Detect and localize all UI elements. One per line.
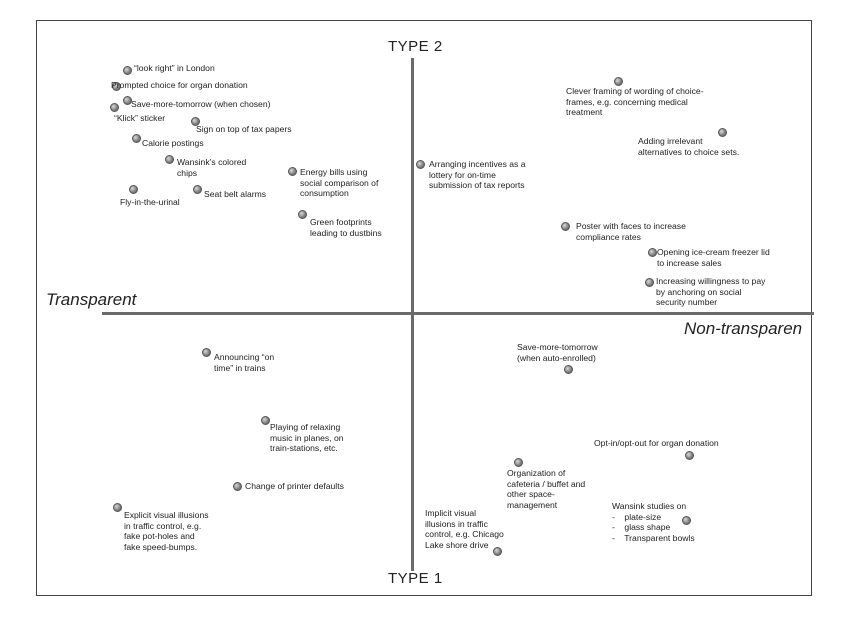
vertical-axis-line — [411, 58, 414, 571]
item-marker — [129, 185, 138, 194]
item-marker — [416, 160, 425, 169]
item-marker — [202, 348, 211, 357]
axis-label-top: TYPE 2 — [388, 38, 443, 55]
item-label: Arranging incentives as a lottery for on… — [429, 159, 526, 191]
item-label: Adding irrelevant alternatives to choice… — [638, 136, 740, 157]
item-marker — [561, 222, 570, 231]
item-label: Sign on top of tax papers — [196, 124, 292, 134]
item-label: Clever framing of wording of choice- fra… — [566, 86, 704, 118]
item-marker — [614, 77, 623, 86]
item-marker — [233, 482, 242, 491]
item-marker — [110, 103, 119, 112]
item-marker — [123, 66, 132, 75]
item-label: Implicit visual illusions in traffic con… — [425, 508, 504, 550]
item-marker — [191, 117, 200, 126]
horizontal-axis-line — [102, 312, 814, 315]
item-marker — [685, 451, 694, 460]
axis-label-right: Non-transparen — [684, 319, 803, 338]
item-marker — [718, 128, 727, 137]
axis-label-bottom: TYPE 1 — [388, 570, 443, 587]
item-marker — [193, 185, 202, 194]
item-label: Prompted choice for organ donation — [111, 80, 248, 90]
item-label: Explicit visual illusions in traffic con… — [124, 510, 209, 552]
item-label: Fly-in-the-urinal — [120, 197, 180, 207]
item-marker — [288, 167, 297, 176]
item-marker — [514, 458, 523, 467]
item-marker — [493, 547, 502, 556]
item-label: Opening ice-cream freezer lid to increas… — [657, 247, 770, 268]
item-label: Green footprints leading to dustbins — [310, 217, 382, 238]
item-marker — [261, 416, 270, 425]
item-label: Calorie postings — [142, 138, 204, 148]
item-label: Organization of cafeteria / buffet and o… — [507, 468, 586, 510]
item-label: Wansink’s colored chips — [177, 157, 247, 178]
item-label: “look right” in London — [134, 63, 215, 73]
item-label: Playing of relaxing music in planes, on … — [270, 422, 344, 454]
item-marker — [165, 155, 174, 164]
item-marker — [113, 503, 122, 512]
item-label: Wansink studies on - plate-size - glass … — [612, 501, 695, 543]
item-marker — [112, 82, 121, 91]
item-label: Save-more-tomorrow (when auto-enrolled) — [517, 342, 598, 363]
item-label: Save-more-tomorrow (when chosen) — [131, 99, 271, 109]
item-marker — [298, 210, 307, 219]
item-marker — [682, 516, 691, 525]
item-label: Poster with faces to increase compliance… — [576, 221, 686, 242]
item-label: Increasing willingness to pay by anchori… — [656, 276, 766, 308]
item-marker — [564, 365, 573, 374]
item-label: Change of printer defaults — [245, 481, 344, 491]
item-label: Energy bills using social comparison of … — [300, 167, 379, 199]
item-label: Seat belt alarms — [204, 189, 267, 199]
item-marker — [648, 248, 657, 257]
item-marker — [132, 134, 141, 143]
diagram-frame — [36, 20, 812, 596]
item-marker — [123, 96, 132, 105]
item-label: Announcing “on time” in trains — [214, 352, 275, 373]
item-label: Opt-in/opt-out for organ donation — [594, 438, 719, 448]
item-marker — [645, 278, 654, 287]
item-label: “Klick” sticker — [114, 113, 166, 123]
axis-label-left: Transparent — [46, 290, 137, 309]
